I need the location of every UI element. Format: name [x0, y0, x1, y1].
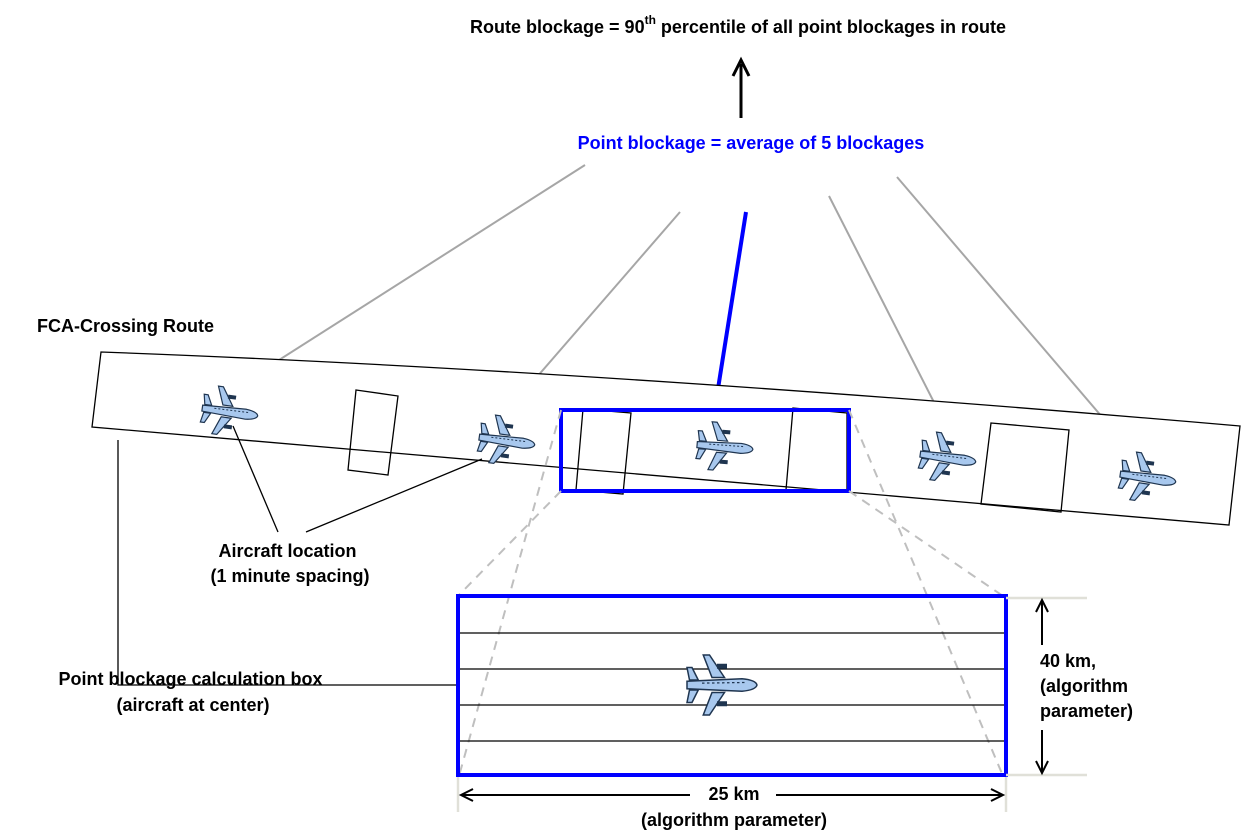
connector-lines	[242, 164, 1133, 453]
calculation-box	[456, 594, 1008, 777]
width-dimension-arrow	[458, 788, 1006, 802]
extension-lines	[456, 596, 1087, 812]
height-label: 40 km, (algorithm parameter)	[1040, 651, 1133, 721]
aircraft-location-pointers	[232, 425, 483, 533]
aircraft-location-label: Aircraft location (1 minute spacing)	[210, 541, 369, 586]
height-dimension-arrow	[1035, 597, 1049, 776]
point-blockage-label: Point blockage = average of 5 blockages	[578, 133, 925, 153]
width-label-sub: (algorithm parameter)	[641, 810, 827, 830]
route-blockage-title: Route blockage = 90th percentile of all …	[470, 13, 1006, 37]
calc-box-pointer	[117, 440, 458, 686]
airplane-icon	[686, 654, 758, 716]
route-strip	[91, 351, 1241, 526]
up-arrow	[731, 56, 751, 118]
highlight-connector-line	[712, 211, 748, 415]
calc-box-label: Point blockage calculation box (aircraft…	[58, 669, 327, 715]
projection-lines	[457, 409, 1004, 777]
route-label: FCA-Crossing Route	[37, 316, 214, 336]
highlighted-route-box	[559, 408, 851, 493]
width-label: 25 km	[708, 784, 759, 804]
